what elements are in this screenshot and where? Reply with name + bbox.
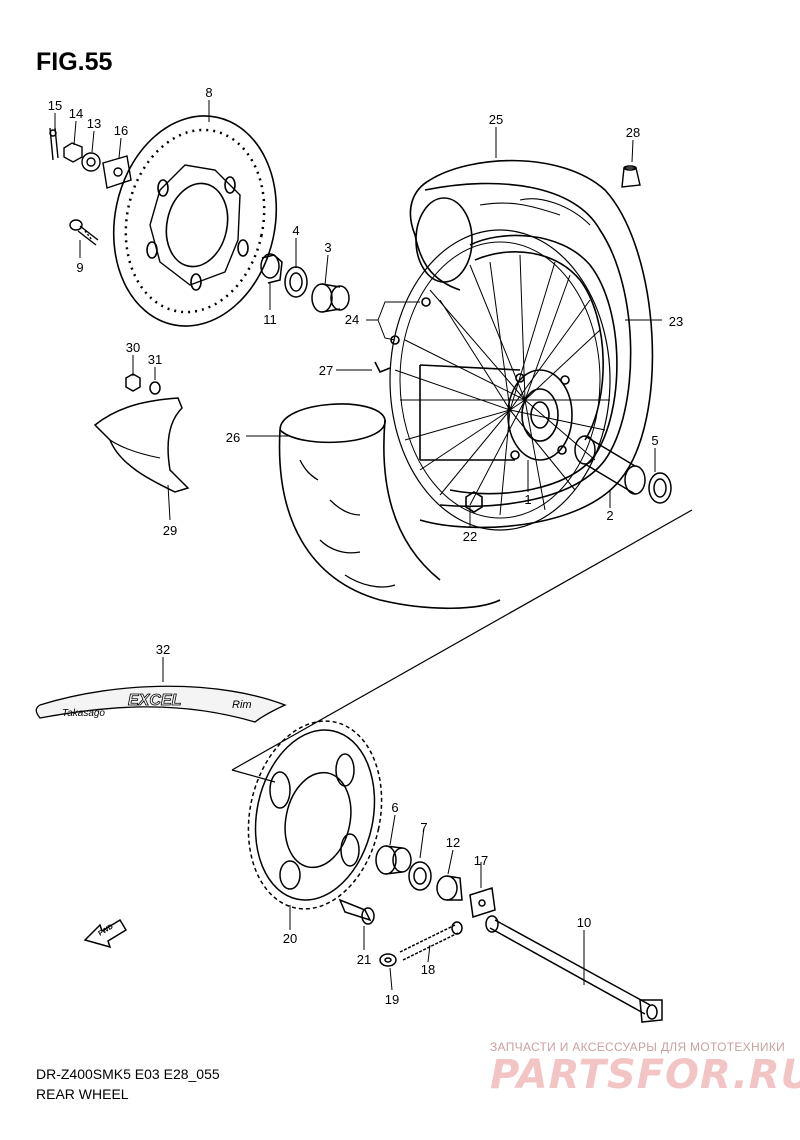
callout-25: 25 [489,112,503,127]
callout-26: 26 [226,430,240,445]
callout-32: 32 [156,642,170,657]
rim-sticker-suffix: Rim [232,699,252,711]
watermark-tagline: ЗАПЧАСТИ И АКСЕССУАРЫ ДЛЯ МОТОТЕХНИКИ [490,1040,786,1054]
wheel-assembly [389,159,654,531]
callout-6: 6 [391,800,398,815]
callout-3: 3 [324,240,331,255]
brake-disc [112,115,278,327]
callout-31: 31 [148,352,162,367]
rim-sticker: Takasago EXCEL Rim [35,685,287,723]
inner-tube [278,361,501,610]
fwd-arrow: FWD [83,918,128,949]
callout-24: 24 [345,312,359,327]
callout-18: 18 [421,962,435,977]
rim-sticker-brand: Takasago [62,708,105,719]
bearings-upper [260,253,350,313]
callout-15: 15 [48,98,62,113]
figure-caption: REAR WHEEL [36,1086,129,1102]
callout-27: 27 [319,363,333,378]
figure-title: FIG.55 [36,48,113,76]
callout-11: 11 [263,312,277,327]
hardware-upper-left [49,127,132,246]
callout-14: 14 [69,106,83,121]
callout-5: 5 [651,433,658,448]
callout-19: 19 [385,992,399,1007]
callout-8: 8 [205,85,212,100]
divider-line [231,509,693,771]
axle-spacer [574,435,672,504]
callout-21: 21 [357,952,371,967]
hardware-lower [338,845,663,1023]
rim-sticker-name: EXCEL [128,692,181,709]
model-code: DR-Z400SMK5 E03 E28_055 [36,1066,220,1082]
callout-17: 17 [474,853,488,868]
callout-30: 30 [126,340,140,355]
callout-labels: 15 14 13 16 8 9 4 3 11 24 25 28 23 27 26… [48,85,683,1007]
watermark-logo: PARTSFOR.RU [490,1052,800,1098]
callout-29: 29 [163,523,177,538]
callout-16: 16 [114,123,128,138]
callout-4: 4 [292,223,299,238]
callout-13: 13 [87,116,101,131]
leader-lines [54,100,662,991]
divider-line-short [231,769,276,783]
callout-23: 23 [669,314,683,329]
callout-2: 2 [606,508,613,523]
callout-9: 9 [76,260,83,275]
disc-guard [93,373,190,493]
callout-12: 12 [446,835,460,850]
callout-28: 28 [626,125,640,140]
valve-cap [621,165,641,188]
callout-7: 7 [420,820,427,835]
callout-22: 22 [463,529,477,544]
callout-20: 20 [283,931,297,946]
rear-sprocket [247,720,383,910]
callout-10: 10 [577,915,591,930]
callout-1: 1 [524,492,531,507]
